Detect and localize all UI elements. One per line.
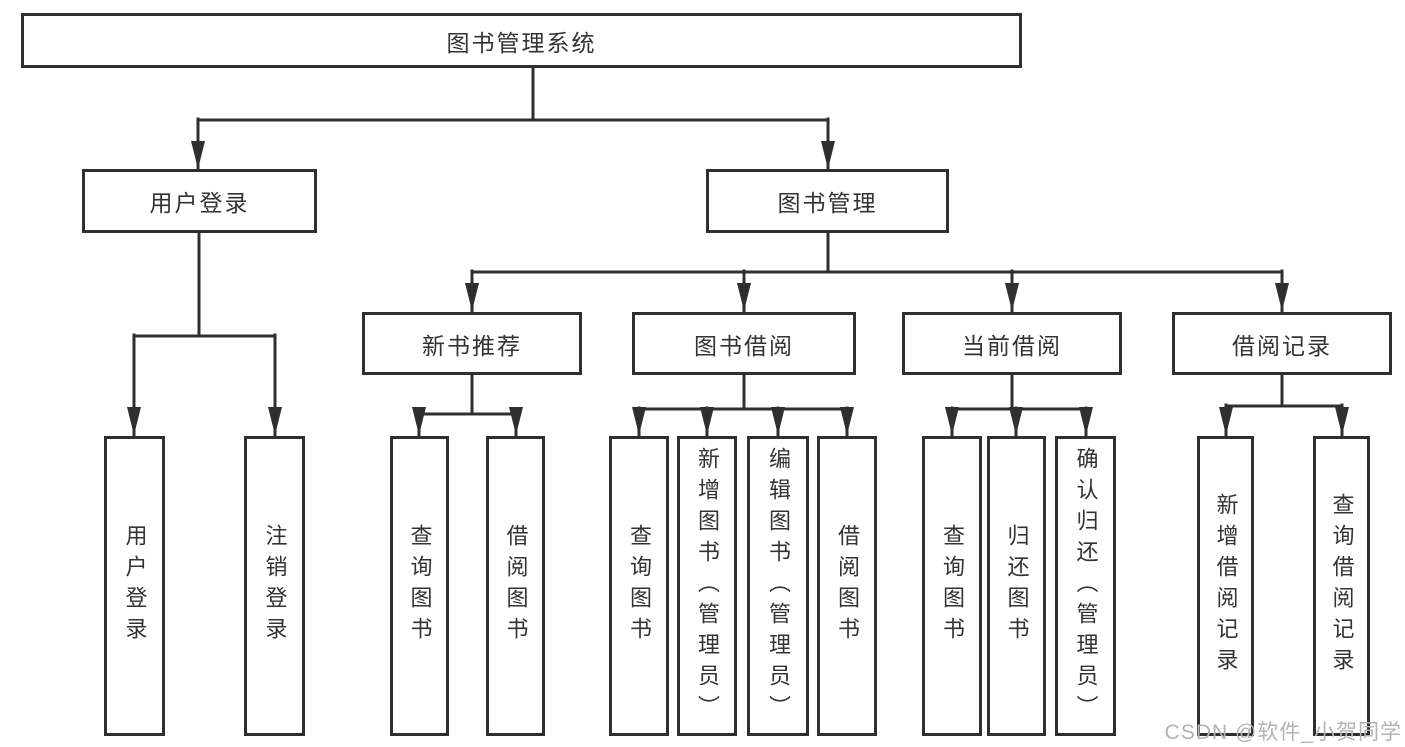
connector-user-login: [127, 231, 282, 437]
node-label: 借阅记录: [1232, 332, 1332, 359]
leaf-label: 查询图书: [627, 524, 652, 648]
node-current-borrowing: 当前借阅: [902, 312, 1122, 375]
connector-new-book-recommend: [412, 373, 523, 437]
node-label: 用户登录: [149, 190, 250, 216]
leaf-user-login: 用户登录: [104, 436, 165, 736]
node-label: 图书管理: [777, 190, 878, 216]
leaf-query-books-current: 查询图书: [922, 436, 982, 736]
leaf-label: 查询图书: [940, 524, 965, 648]
csdn-watermark: CSDN @软件_小贺同学: [1164, 721, 1402, 744]
leaf-add-book-admin: 新增图书（管理员）: [677, 436, 737, 736]
leaf-edit-book-admin: 编辑图书（管理员）: [747, 436, 809, 736]
connector-current-borrowing: [945, 373, 1093, 437]
node-root-system: 图书管理系统: [21, 13, 1022, 68]
leaf-borrow-book: 借阅图书: [817, 436, 877, 736]
node-label: 当前借阅: [962, 332, 1062, 359]
leaf-label: 注销登录: [262, 524, 288, 648]
leaf-query-books-borrowing: 查询图书: [609, 436, 669, 736]
leaf-label: 查询借阅记录: [1329, 493, 1355, 679]
node-label: 图书管理系统: [446, 29, 597, 56]
leaf-label: 新增图书（管理员）: [695, 446, 720, 726]
node-book-management: 图书管理: [706, 169, 949, 233]
leaf-add-borrow-record: 新增借阅记录: [1197, 436, 1254, 736]
node-borrowing-records: 借阅记录: [1172, 312, 1392, 375]
node-label: 新书推荐: [422, 332, 522, 359]
leaf-label: 归还图书: [1004, 524, 1030, 648]
connector-book-management: [465, 231, 1289, 313]
node-label: 图书借阅: [694, 332, 794, 359]
leaf-label: 新增借阅记录: [1213, 493, 1239, 679]
leaf-confirm-return-admin: 确认归还（管理员）: [1055, 436, 1116, 736]
leaf-label: 借阅图书: [835, 524, 860, 648]
leaf-query-borrow-record: 查询借阅记录: [1313, 436, 1370, 736]
node-book-borrowing: 图书借阅: [632, 312, 856, 375]
connector-root: [191, 66, 835, 171]
leaf-return-book: 归还图书: [987, 436, 1046, 736]
leaf-label: 用户登录: [122, 524, 148, 648]
leaf-borrow-books-recommend: 借阅图书: [486, 436, 545, 736]
leaf-label: 确认归还（管理员）: [1073, 446, 1099, 726]
connector-borrowing-records: [1219, 373, 1349, 437]
node-user-login: 用户登录: [82, 169, 317, 233]
node-new-book-recommend: 新书推荐: [362, 312, 582, 375]
leaf-label: 借阅图书: [503, 524, 529, 648]
leaf-label: 编辑图书（管理员）: [766, 446, 791, 726]
connector-book-borrowing: [632, 373, 854, 437]
leaf-label: 查询图书: [407, 524, 433, 648]
leaf-query-books-recommend: 查询图书: [390, 436, 449, 736]
leaf-logout-login: 注销登录: [244, 436, 305, 736]
